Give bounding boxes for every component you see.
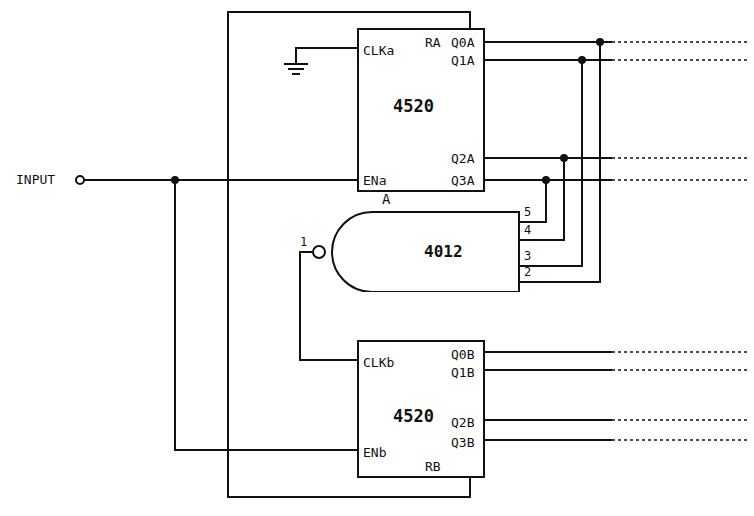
wire <box>485 42 600 282</box>
output-wires <box>485 42 612 440</box>
input-terminal <box>76 176 84 184</box>
ground-symbol <box>288 68 304 70</box>
gate-outline <box>312 192 520 292</box>
clock-wire <box>296 48 357 64</box>
pin-name: CLKa <box>363 44 394 57</box>
pin-number: 5 <box>524 206 531 218</box>
wire <box>485 180 546 222</box>
pin-name: ENb <box>363 446 386 459</box>
wire <box>228 12 470 497</box>
pin-number: 1 <box>300 236 307 248</box>
nand-gate: A 4012 <box>312 192 520 292</box>
pin-number: 3 <box>524 250 531 262</box>
pin-name: RA <box>425 36 441 49</box>
ground-symbol <box>284 63 308 65</box>
output-lines <box>612 42 750 440</box>
pin-name: Q2B <box>451 416 474 429</box>
ground-symbol <box>292 73 300 75</box>
pin-name: 4520 <box>393 408 434 425</box>
pin-name: ENa <box>363 174 386 187</box>
pin-name: Q3A <box>451 174 474 187</box>
input-wire <box>84 179 357 181</box>
gate-label: 4012 <box>424 244 463 260</box>
pin-name: Q0A <box>451 36 474 49</box>
pin-number: 2 <box>524 266 531 278</box>
pin-name: Q0B <box>451 348 474 361</box>
pin-name: CLKb <box>363 356 394 369</box>
pin-name: 4520 <box>393 98 434 115</box>
counter-chip: RA Q0A CLKaQ1A 4520Q2A ENa Q3A <box>357 28 485 192</box>
counter-chip: Q0B CLKbQ1B 4520 Q2B Q3B ENbRB <box>357 340 485 478</box>
pin-name: Q1A <box>451 54 474 67</box>
signal-name: INPUT <box>16 173 55 186</box>
pin-name: Q1B <box>451 366 474 379</box>
pin-number: 4 <box>524 224 531 236</box>
pin-name: Q2A <box>451 152 474 165</box>
wire <box>300 252 357 360</box>
pin-name: Q3B <box>451 436 474 449</box>
pin-name: RB <box>425 460 441 473</box>
wire <box>485 60 582 266</box>
input-wire <box>175 180 357 450</box>
gate-label: A <box>382 192 390 206</box>
wire <box>485 158 564 240</box>
